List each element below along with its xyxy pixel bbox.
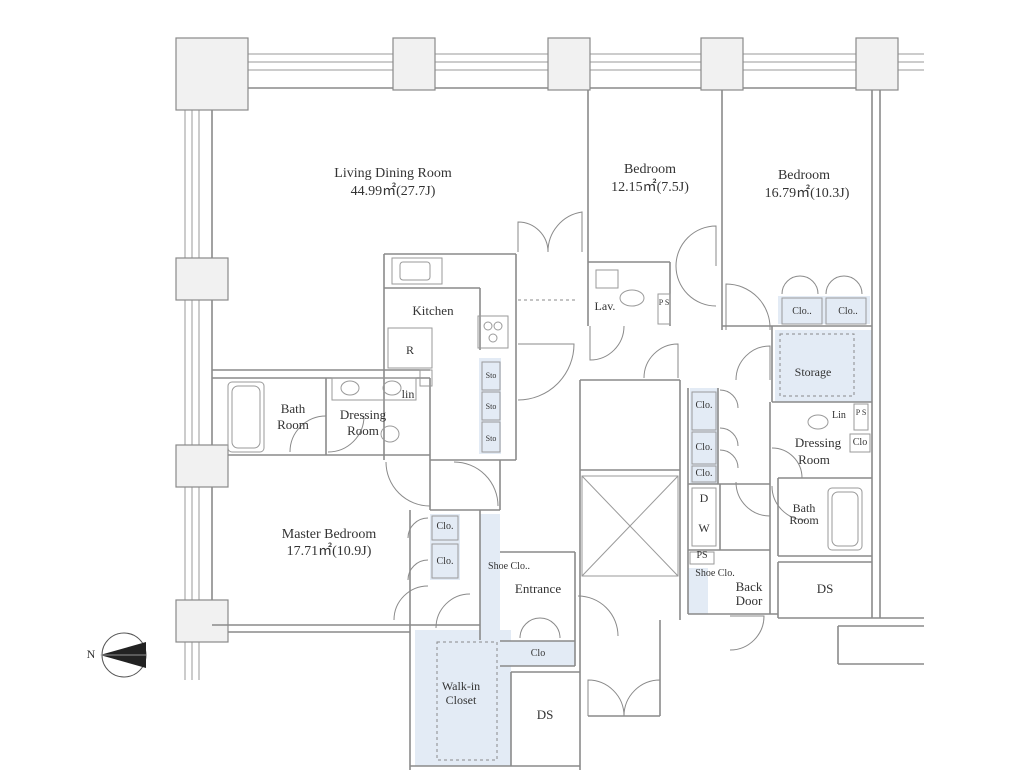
closet-boxes [419, 293, 871, 579]
columns [175, 37, 899, 643]
shoe-closet-1: Shoe Clo.. [488, 561, 530, 572]
bath-room-2-line2: Room [789, 513, 819, 527]
lav-label: Lav. [594, 299, 616, 313]
storage-label: Storage [794, 365, 832, 379]
bath-room-1-line2: Room [277, 417, 309, 432]
linen-2-label: Lin [832, 410, 846, 421]
doors [289, 211, 863, 717]
fixtures [227, 257, 863, 551]
dashed-outlines [436, 299, 855, 761]
living-room-name: Living Dining Room [334, 166, 452, 181]
bedroom-2-area: 16.79㎡(10.3J) [764, 186, 850, 201]
bedroom-1-area: 12.15㎡(7.5J) [611, 180, 689, 195]
compass-north-label: N [86, 647, 96, 661]
dressing-room-2-line2: Room [798, 452, 830, 467]
interior-walls [212, 90, 924, 770]
shoe-closet-2: Shoe Clo. [695, 568, 735, 579]
bedroom-1-name: Bedroom [623, 162, 677, 177]
dressing-room-1-line1: Dressing [339, 407, 387, 422]
pipe-space-label: PS [696, 550, 708, 561]
linen-1-label: lin [401, 387, 415, 401]
storage-kitchen-1: Sto [485, 371, 497, 380]
walk-in-closet-line2: Closet [445, 693, 477, 707]
closet-entrance: Clo [530, 648, 546, 659]
master-bedroom-name: Master Bedroom [281, 527, 377, 542]
bath-room-1-line1: Bath [280, 401, 306, 416]
bath-room-2-line1: Bath [792, 501, 816, 515]
closet-bedroom2-b: Clo.. [838, 306, 858, 317]
closet-hall-1: Clo. [695, 400, 713, 411]
dressing-room-2-line1: Dressing [794, 435, 842, 450]
bedroom-2-name: Bedroom [777, 168, 831, 183]
ps-vertical-2: P S [855, 408, 867, 417]
void-cross [581, 475, 679, 577]
compass-north-arrow [100, 632, 147, 678]
dryer-label: D [699, 491, 709, 505]
closet-hall-3: Clo. [695, 468, 713, 479]
duct-space-2: DS [536, 707, 554, 722]
closet-bedroom2-a: Clo.. [792, 306, 812, 317]
duct-space-1: DS [816, 581, 834, 596]
back-door-line2: Door [735, 593, 763, 608]
walk-in-closet-line1: Walk-in [441, 679, 481, 693]
closet-master-2: Clo. [436, 556, 454, 567]
dressing-room-1-line2: Room [347, 423, 379, 438]
washer-label: W [698, 521, 710, 535]
storage-fills [415, 296, 872, 766]
ps-vertical-1: P S [658, 298, 670, 307]
back-door-line1: Back [735, 579, 763, 594]
closet-master-1: Clo. [436, 521, 454, 532]
refrigerator-label: R [405, 343, 414, 357]
storage-kitchen-2: Sto [485, 402, 497, 411]
living-room-area: 44.99㎡(27.7J) [350, 184, 436, 199]
closet-hall-2: Clo. [695, 442, 713, 453]
closet-dressing2: Clo [852, 437, 868, 448]
kitchen-label: Kitchen [412, 303, 454, 318]
master-bedroom-area: 17.71㎡(10.9J) [286, 544, 372, 559]
storage-kitchen-3: Sto [485, 434, 497, 443]
entrance-label: Entrance [514, 581, 562, 596]
